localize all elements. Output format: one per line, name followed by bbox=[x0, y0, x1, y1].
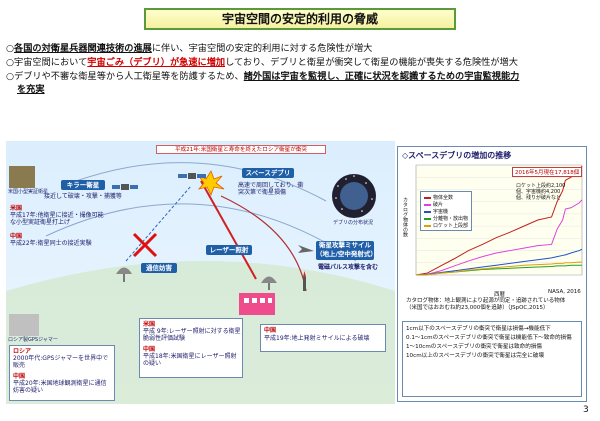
jamming-info-box: ロシア 2000年代:GPSジャマーを世界中で販売 中国 平成20年:米国地球観… bbox=[9, 345, 115, 401]
jamming-ru-text: 2000年代:GPSジャマーを世界中で販売 bbox=[13, 355, 111, 369]
legend-label: 物体全数 bbox=[433, 195, 453, 201]
bullet-text: しており、デブリと衛星が衝突して衛星の機能が喪失する危険性が増大 bbox=[225, 57, 518, 68]
bullet-text: 各国の対衛星兵器関連技術の進展 bbox=[14, 43, 152, 54]
bullet-marker: ○ bbox=[6, 43, 14, 54]
impact-item: 0.1〜1cmのスペースデブリの衝突で衛星は機能低下〜致命的損傷 bbox=[406, 334, 578, 343]
legend-swatch bbox=[424, 211, 431, 213]
jamming-cn-country: 中国 bbox=[13, 373, 25, 380]
chart-ylabel: カタログ物体の数 bbox=[400, 197, 408, 237]
space-debris-label: スペースデブリ bbox=[242, 168, 294, 178]
legend-label: ロケット上段部 bbox=[433, 223, 468, 229]
missile-label-main: 衛星攻撃ミサイル bbox=[316, 241, 374, 250]
legend-swatch bbox=[424, 218, 431, 220]
jamming-cn-text: 平成20年:米国地球観測衛星に通信妨害の疑い bbox=[13, 380, 111, 394]
legend-swatch bbox=[424, 204, 431, 206]
bullet-text: 宇宙ごみ（デブリ）が急速に増加 bbox=[87, 57, 225, 68]
impact-item: 1cm以下のスペースデブリの衝突で衛星は損傷→機能低下 bbox=[406, 325, 578, 334]
bullet-text: を充実 bbox=[17, 84, 45, 95]
bullet-line: ○デブリや不審な衛星等から人工衛星等を防護するため、諸外国は宇宙を監視し、正確に… bbox=[6, 71, 519, 83]
missile-label: 衛星攻撃ミサイル （地上/空中発射式） bbox=[316, 241, 374, 260]
bullet-text: 宇宙空間において bbox=[14, 57, 87, 68]
aircraft-icon bbox=[298, 245, 314, 253]
gps-jammer-image bbox=[9, 314, 39, 336]
debris-trend-panel: ◇スペースデブリの増加の推移 カタログ物体の数 2016年5月現在17,818個… bbox=[397, 146, 587, 402]
legend-swatch bbox=[424, 225, 431, 227]
killer-satellite-desc: 接近して破壊・攻撃・捕獲等 bbox=[44, 193, 124, 200]
bullet-marker: ○ bbox=[6, 57, 14, 68]
legend-swatch bbox=[424, 197, 431, 199]
laser-cn-text: 平成18年:米国衛星にレーザー照射の疑い bbox=[143, 353, 241, 367]
laser-us-text: 平成 9年:レーザー照射に対する衛星脆弱性評価試験 bbox=[143, 328, 241, 342]
chart-credit: NASA, 2016 bbox=[548, 289, 581, 295]
legend-item: 物体全数 bbox=[424, 195, 453, 201]
bullet-line: ○宇宙空間において宇宙ごみ（デブリ）が急速に増加しており、デブリと衛星が衝突して… bbox=[6, 57, 518, 69]
page-number: 3 bbox=[583, 405, 589, 415]
jamming-cross-icon bbox=[134, 234, 156, 256]
legend-item: ロケット上段部 bbox=[424, 223, 468, 229]
bullet-text: 諸外国は宇宙を監視し、正確に状況を認識するための宇宙監視能力 bbox=[244, 71, 520, 82]
bullet-line: ○各国の対衛星兵器関連技術の進展に伴い、宇宙空間の安定的利用に対する危険性が増大 bbox=[6, 43, 372, 55]
laser-label: レーザー照射 bbox=[206, 245, 252, 255]
us-satellite-caption: 米国小型実証衛星 bbox=[8, 189, 48, 196]
laser-us-country: 米国 bbox=[143, 321, 155, 328]
impact-item: 1〜10cmのスペースデブリの衝突で衛星は致命的損傷 bbox=[406, 343, 578, 352]
legend-item: 破片 bbox=[424, 202, 443, 208]
killer-satellite-label: キラー衛星 bbox=[61, 180, 105, 190]
missile-cn-text: 平成19年:地上発射ミサイルによる破壊 bbox=[264, 335, 384, 342]
catalog-note: カタログ物体：地上観測により起源が同定・追跡されている物体 bbox=[406, 298, 584, 305]
laser-cn-country: 中国 bbox=[143, 346, 155, 353]
killer-cn-country: 中国 bbox=[10, 233, 22, 240]
legend-label: 宇宙機 bbox=[433, 209, 448, 215]
killer-us-text: 平成17年:他衛星に接近・撮像可能な小型実証衛星打上げ bbox=[10, 212, 106, 226]
collision-caption: 平成21年:米国衛星と寿命を終えたロシア衛星が衝突 bbox=[156, 145, 326, 154]
missile-label-sub: （地上/空中発射式） bbox=[316, 250, 374, 259]
killer-satellite-icon bbox=[112, 184, 138, 190]
bullet-marker: ○ bbox=[6, 71, 14, 82]
jamming-ru-country: ロシア bbox=[13, 348, 31, 355]
us-satellite-image bbox=[9, 166, 35, 188]
missile-cn-country: 中国 bbox=[264, 327, 276, 334]
bullet-line: を充実 bbox=[17, 84, 45, 96]
legend-label: 分離物・放出物 bbox=[433, 216, 468, 222]
impact-item: 10cm以上のスペースデブリの衝突で衛星は完全に破壊 bbox=[406, 352, 578, 361]
chart-xlabel: 西暦 bbox=[494, 290, 505, 298]
killer-us-country: 米国 bbox=[10, 205, 22, 212]
tracking-note: （米国ではおおむね約23,000個を追跡）（JSpOC,2015） bbox=[406, 305, 584, 312]
threat-diagram: 平成21年:米国衛星と寿命を終えたロシア衛星が衝突 キラー衛星 接近して破壊・攻… bbox=[6, 141, 395, 404]
building-icon bbox=[239, 293, 275, 315]
debris-breakdown-note: ロケット上段約2,100個、宇宙機約4,200個、残りが破片など bbox=[516, 183, 570, 201]
debris-distribution-caption: デブリの分布状況 bbox=[333, 220, 373, 227]
missile-info-box: 中国 平成19年:地上発射ミサイルによる破壊 bbox=[260, 324, 386, 352]
bullet-text: デブリや不審な衛星等から人工衛星等を防護するため、 bbox=[14, 71, 244, 82]
missile-emp-note: 電磁パルス攻撃を含む bbox=[318, 264, 378, 271]
legend-item: 分離物・放出物 bbox=[424, 216, 468, 222]
debris-panel-title: ◇スペースデブリの増加の推移 bbox=[402, 150, 511, 161]
chart-legend: 物体全数破片宇宙機分離物・放出物ロケット上段部 bbox=[420, 191, 472, 231]
page-title: 宇宙空間の安定的利用の脅威 bbox=[144, 8, 456, 30]
legend-label: 破片 bbox=[433, 202, 443, 208]
gps-jammer-caption: ロシア製GPSジャマー bbox=[8, 337, 58, 344]
killer-cn-text: 平成22年:衛星同士の接近実験 bbox=[10, 240, 110, 247]
space-debris-desc: 高速で周回しており、衝突次第で衛星損傷 bbox=[238, 182, 306, 196]
bullet-text: に伴い、宇宙空間の安定的利用に対する危険性が増大 bbox=[152, 43, 373, 54]
legend-item: 宇宙機 bbox=[424, 209, 448, 215]
jamming-label: 通信妨害 bbox=[141, 263, 177, 273]
debris-count-callout: 2016年5月現在17,818個 bbox=[512, 167, 582, 177]
laser-info-box: 米国 平成 9年:レーザー照射に対する衛星脆弱性評価試験 中国 平成18年:米国… bbox=[139, 318, 243, 378]
